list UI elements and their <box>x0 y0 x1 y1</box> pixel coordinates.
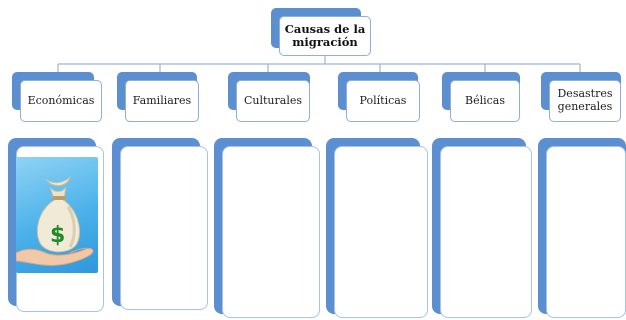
category-label: Económicas <box>27 93 95 107</box>
panel-belicas <box>440 146 532 318</box>
category-label: Bélicas <box>465 93 505 107</box>
panel-culturales <box>222 146 320 318</box>
dollar-sign-icon: $ <box>50 223 66 248</box>
root-node: Causas de la migración <box>279 16 371 56</box>
category-node-familiares: Familiares <box>125 80 199 122</box>
category-label: Políticas <box>359 93 407 107</box>
panel-politicas <box>334 146 428 318</box>
category-label: Familiares <box>132 93 192 107</box>
category-node-politicas: Políticas <box>346 80 420 122</box>
category-label: Culturales <box>243 93 302 107</box>
money-bag-photo: $ <box>16 157 98 273</box>
category-node-culturales: Culturales <box>236 80 310 122</box>
money-bag-icon <box>36 175 80 253</box>
category-node-economicas: Económicas <box>20 80 102 122</box>
open-hand-icon <box>16 247 94 266</box>
panel-desastres <box>546 146 626 318</box>
panel-familiares <box>120 146 208 310</box>
root-node-label: Causas de la migración <box>284 21 366 49</box>
category-label: Desastres generales <box>557 87 613 113</box>
category-node-desastres: Desastres generales <box>549 80 621 122</box>
category-node-belicas: Bélicas <box>450 80 520 122</box>
